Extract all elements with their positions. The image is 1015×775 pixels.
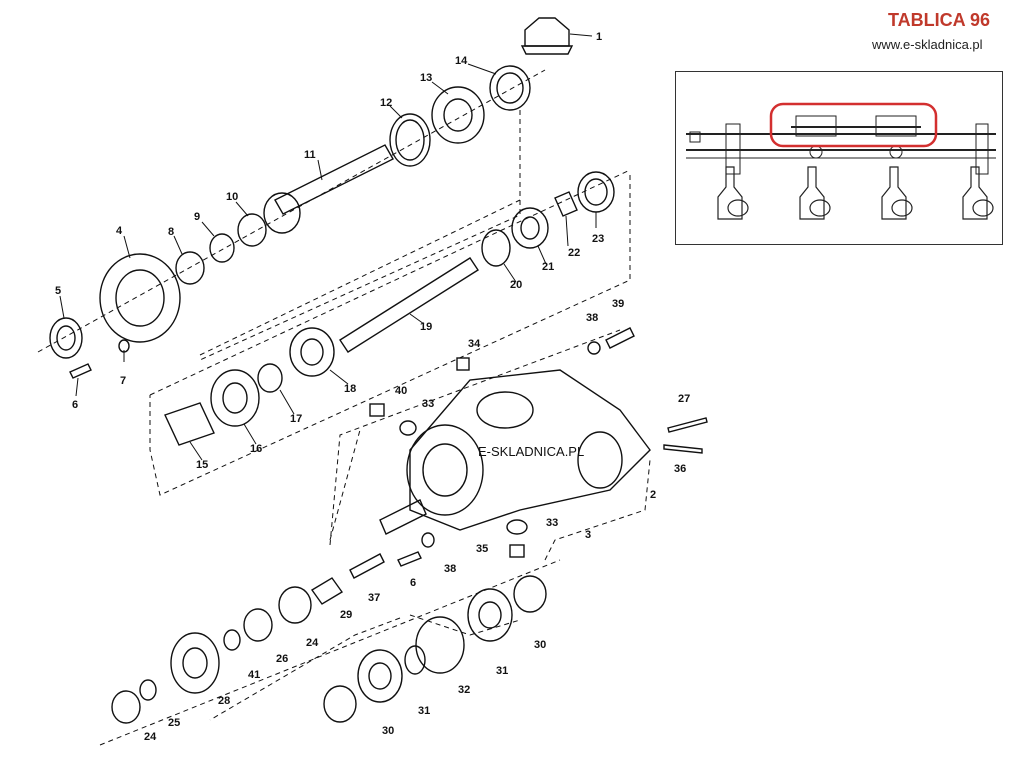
part-label: 24 bbox=[144, 731, 157, 743]
part-label: 14 bbox=[455, 55, 468, 67]
part-label: 28 bbox=[218, 695, 230, 707]
part-label: 23 bbox=[592, 233, 604, 245]
part-label: 20 bbox=[510, 279, 522, 291]
part-label: 4 bbox=[116, 225, 123, 237]
part-label: 37 bbox=[368, 592, 380, 604]
website-url: www.e-skladnica.pl bbox=[872, 37, 983, 52]
part-label: 2 bbox=[650, 489, 656, 501]
part-label: 10 bbox=[226, 191, 238, 203]
part-label: 33 bbox=[422, 398, 434, 410]
part-label: 9 bbox=[194, 211, 200, 223]
part-label: 11 bbox=[304, 149, 316, 161]
part-label: 7 bbox=[120, 375, 126, 387]
part-label: 6 bbox=[72, 399, 78, 411]
part-label: 15 bbox=[196, 459, 208, 471]
part-label: 29 bbox=[340, 609, 352, 621]
part-label: 12 bbox=[380, 97, 392, 109]
part-label: 19 bbox=[420, 321, 432, 333]
watermark: E-SKLADNICA.PL bbox=[478, 444, 585, 459]
part-label: 31 bbox=[418, 705, 430, 717]
part-label: 16 bbox=[250, 443, 262, 455]
page-title: TABLICA 96 bbox=[888, 10, 991, 30]
part-label: 26 bbox=[276, 653, 288, 665]
part-label: 6 bbox=[410, 577, 416, 589]
part-label: 31 bbox=[496, 665, 508, 677]
part-label: 5 bbox=[55, 285, 61, 297]
part-label: 40 bbox=[395, 385, 407, 397]
part-label: 36 bbox=[674, 463, 686, 475]
part-label: 17 bbox=[290, 413, 302, 425]
part-label: 1 bbox=[596, 31, 602, 43]
part-label: 25 bbox=[168, 717, 180, 729]
part-label: 32 bbox=[458, 684, 470, 696]
location-inset bbox=[675, 71, 1003, 245]
part-label: 3 bbox=[585, 529, 591, 541]
part-label: 30 bbox=[382, 725, 394, 737]
highlight-frame bbox=[769, 102, 938, 148]
part-label: 38 bbox=[586, 312, 598, 324]
part-label: 30 bbox=[534, 639, 546, 651]
part-label: 38 bbox=[444, 563, 456, 575]
part-label: 41 bbox=[248, 669, 260, 681]
part-label: 24 bbox=[306, 637, 319, 649]
part-label: 34 bbox=[468, 338, 481, 350]
part-label: 8 bbox=[168, 226, 174, 238]
part-number-labels: 1 14 13 12 11 10 9 8 4 5 7 6 23 22 21 20… bbox=[55, 31, 690, 743]
part-label: 35 bbox=[476, 543, 488, 555]
part-label: 18 bbox=[344, 383, 356, 395]
part-label: 21 bbox=[542, 261, 554, 273]
part-label: 13 bbox=[420, 72, 432, 84]
part-label: 39 bbox=[612, 298, 624, 310]
part-label: 22 bbox=[568, 247, 580, 259]
machine-overview-drawing bbox=[686, 102, 996, 220]
part-label: 27 bbox=[678, 393, 690, 405]
part-label: 33 bbox=[546, 517, 558, 529]
